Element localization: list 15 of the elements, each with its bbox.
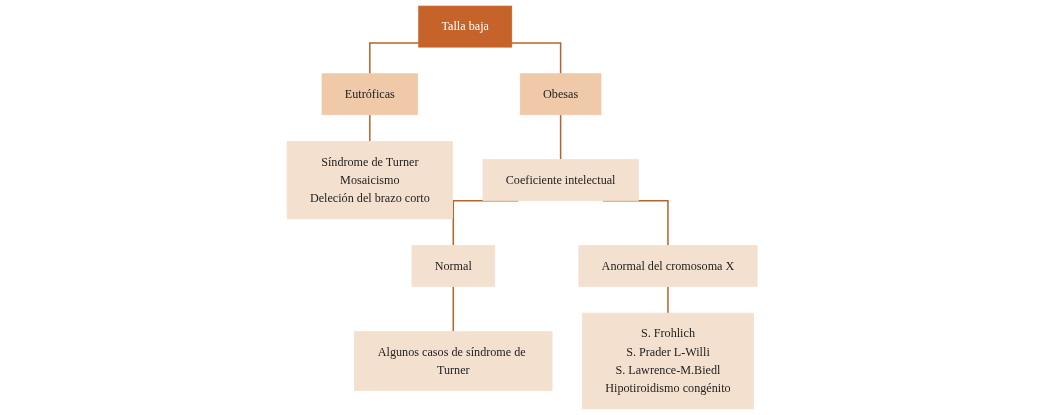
node-box: Talla baja <box>418 5 512 48</box>
connector <box>452 285 454 333</box>
connector <box>368 42 420 75</box>
connector <box>510 42 562 75</box>
node-box: Síndrome de Turner Mosaicismo Deleción del brazo corto <box>286 141 453 220</box>
connector <box>559 114 562 161</box>
node-box: Anormal del cromosoma X <box>578 245 758 287</box>
connector <box>368 114 371 143</box>
connector <box>667 285 669 314</box>
node-box: Coeficiente intelectual <box>482 159 639 202</box>
node-box: Eutróficas <box>321 73 418 116</box>
node-box: S. Frohlich S. Prader L-Willi S. Lawrence-M.Biedl Hipotiroidismo congénito <box>582 312 754 410</box>
node-box: Obesas <box>519 73 602 116</box>
node-box: Algunos casos de síndrome de Turner <box>354 331 553 392</box>
node-box: Normal <box>411 245 495 287</box>
